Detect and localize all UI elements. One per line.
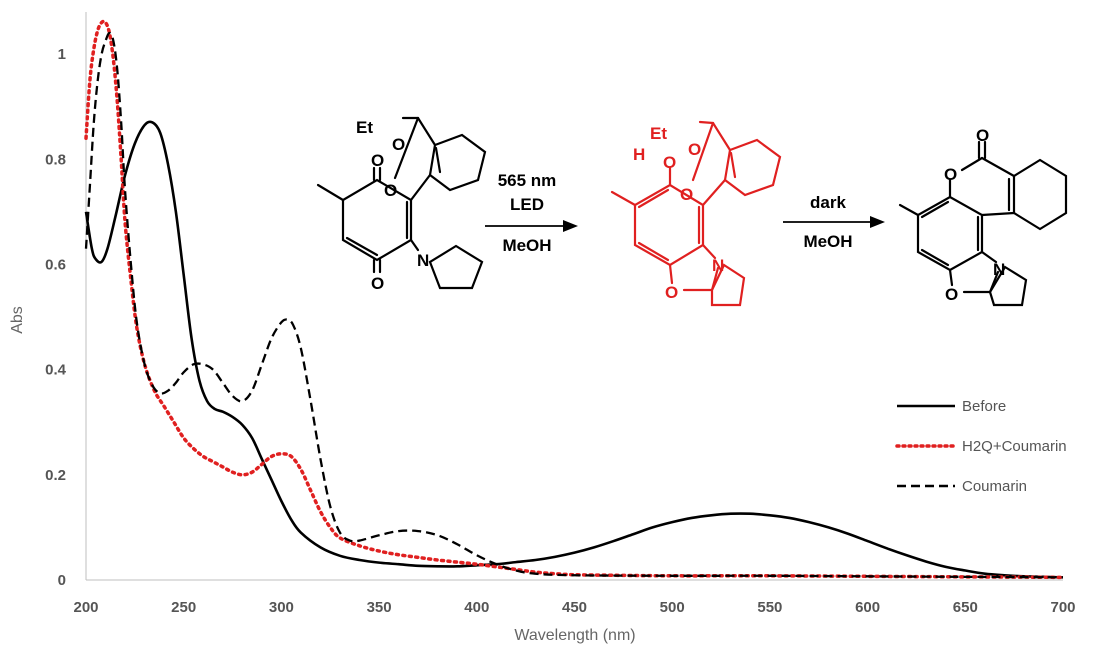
series-line-h2q-coumarin bbox=[84, 19, 1065, 580]
y-axis-title: Abs bbox=[9, 306, 26, 334]
structure-hydroquinone-labels: Et O O H O O N bbox=[633, 124, 724, 302]
s3-lactone-o: O bbox=[944, 165, 957, 184]
s3-carbonyl-o: O bbox=[976, 126, 989, 145]
x-tick-label: 450 bbox=[562, 599, 587, 616]
s3-ring-n: N bbox=[993, 260, 1005, 279]
series-line-coumarin bbox=[84, 31, 1064, 579]
series-layer bbox=[84, 19, 1065, 580]
arrow2-solvent: MeOH bbox=[803, 232, 852, 251]
s1-quinone-o-top: O bbox=[371, 151, 384, 170]
s2-ethyl: Et bbox=[650, 124, 667, 143]
benzene-ring-3 bbox=[916, 195, 984, 272]
y-tick-label: 1 bbox=[58, 46, 66, 63]
s1-ester-o: O bbox=[392, 135, 405, 154]
s2-ring-o: O bbox=[665, 283, 678, 302]
y-tick-label: 0 bbox=[58, 572, 66, 589]
y-tick-label: 0.8 bbox=[45, 151, 66, 168]
s3-ring-o: O bbox=[945, 285, 958, 304]
s2-ester-o: O bbox=[688, 140, 701, 159]
legend-item-coumarin: Coumarin bbox=[897, 478, 1027, 495]
x-tick-label: 350 bbox=[367, 599, 392, 616]
s2-hydroxyl-h: H bbox=[633, 145, 645, 164]
s1-amine-n: N bbox=[417, 251, 429, 270]
arrow-565nm: 565 nm LED MeOH bbox=[485, 171, 578, 255]
x-tick-labels: 200 250 300 350 400 450 500 550 600 650 700 bbox=[73, 599, 1075, 616]
x-tick-label: 300 bbox=[269, 599, 294, 616]
x-tick-label: 600 bbox=[855, 599, 880, 616]
s2-ring-n: N bbox=[712, 256, 724, 275]
x-tick-label: 400 bbox=[464, 599, 489, 616]
x-tick-label: 500 bbox=[660, 599, 685, 616]
s1-carbonyl-o: O bbox=[384, 181, 397, 200]
structure-quinone-labels: Et O O O O N bbox=[356, 118, 429, 293]
structure-coumarin bbox=[898, 140, 1068, 307]
x-tick-label: 650 bbox=[953, 599, 978, 616]
structure-hydroquinone bbox=[610, 120, 782, 307]
y-tick-label: 0.6 bbox=[45, 256, 66, 273]
legend-label-h2q-coumarin: H2Q+Coumarin bbox=[962, 438, 1067, 455]
x-tick-label: 550 bbox=[757, 599, 782, 616]
arrow2-condition: dark bbox=[810, 193, 846, 212]
legend-label-before: Before bbox=[962, 398, 1006, 415]
x-axis-title: Wavelength (nm) bbox=[514, 627, 635, 644]
s2-hydroxyl-o: O bbox=[663, 153, 676, 172]
legend-item-h2q-coumarin: H2Q+Coumarin bbox=[895, 438, 1067, 455]
arrow1-wavelength: 565 nm bbox=[498, 171, 557, 190]
y-tick-labels: 0 0.2 0.4 0.6 0.8 1 bbox=[45, 46, 67, 589]
x-tick-label: 700 bbox=[1050, 599, 1075, 616]
legend-label-coumarin: Coumarin bbox=[962, 478, 1027, 495]
structure-coumarin-labels: O O O N bbox=[944, 126, 1005, 304]
arrow1-led: LED bbox=[510, 195, 544, 214]
arrow-dark: dark MeOH bbox=[783, 193, 885, 251]
y-tick-label: 0.2 bbox=[45, 467, 66, 484]
legend: Before H2Q+Coumarin Coumarin bbox=[895, 398, 1067, 495]
x-tick-label: 250 bbox=[171, 599, 196, 616]
arrow1-solvent: MeOH bbox=[502, 236, 551, 255]
legend-item-before: Before bbox=[897, 398, 1006, 415]
axes bbox=[85, 12, 1063, 581]
s1-quinone-o-bottom: O bbox=[371, 274, 384, 293]
series-line-before bbox=[84, 120, 1064, 579]
x-tick-label: 200 bbox=[73, 599, 98, 616]
reaction-scheme: Et O O O O N 565 nm LED MeOH bbox=[316, 116, 1068, 307]
s2-carbonyl-o: O bbox=[680, 185, 693, 204]
s1-ethyl: Et bbox=[356, 118, 373, 137]
y-tick-label: 0.4 bbox=[45, 362, 67, 379]
structure-quinone bbox=[316, 116, 487, 290]
